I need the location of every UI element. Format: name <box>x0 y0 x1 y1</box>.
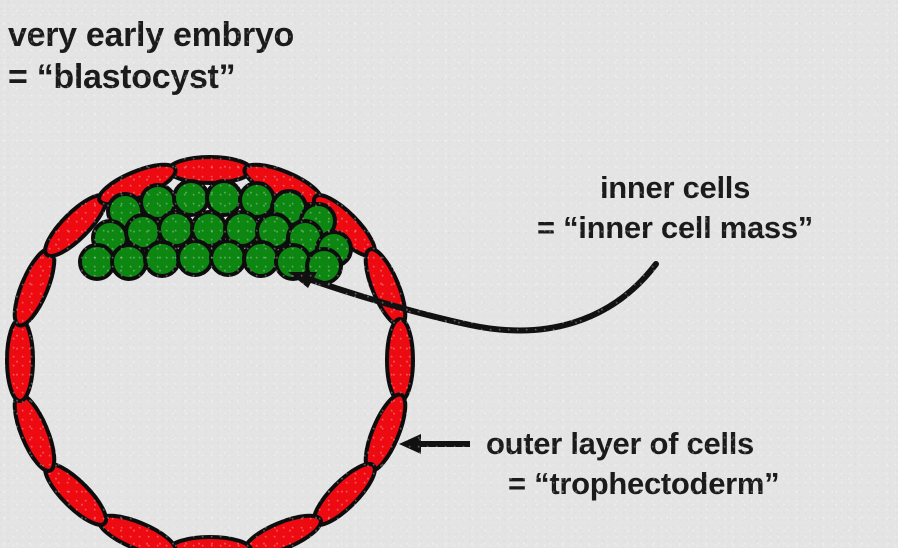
title-line-2: = “blastocyst” <box>8 58 236 96</box>
inner-cell-mass-label-line-1: inner cells <box>599 170 751 205</box>
page-title: very early embryo = “blastocyst” <box>8 14 294 98</box>
inner-cell-mass-arrow <box>288 261 659 334</box>
trophectoderm-arrow <box>399 434 470 454</box>
trophectoderm-label-line-1: outer layer of cells <box>486 426 754 461</box>
trophectoderm-label: outer layer of cells = “trophectoderm” <box>486 424 890 504</box>
inner-cell-mass-label: inner cells = “inner cell mass” <box>460 168 890 248</box>
inner-cell-mass-label-line-2: = “inner cell mass” <box>536 210 814 245</box>
title-line-1: very early embryo <box>8 16 294 54</box>
trophectoderm-label-line-2: = “trophectoderm” <box>508 466 780 501</box>
